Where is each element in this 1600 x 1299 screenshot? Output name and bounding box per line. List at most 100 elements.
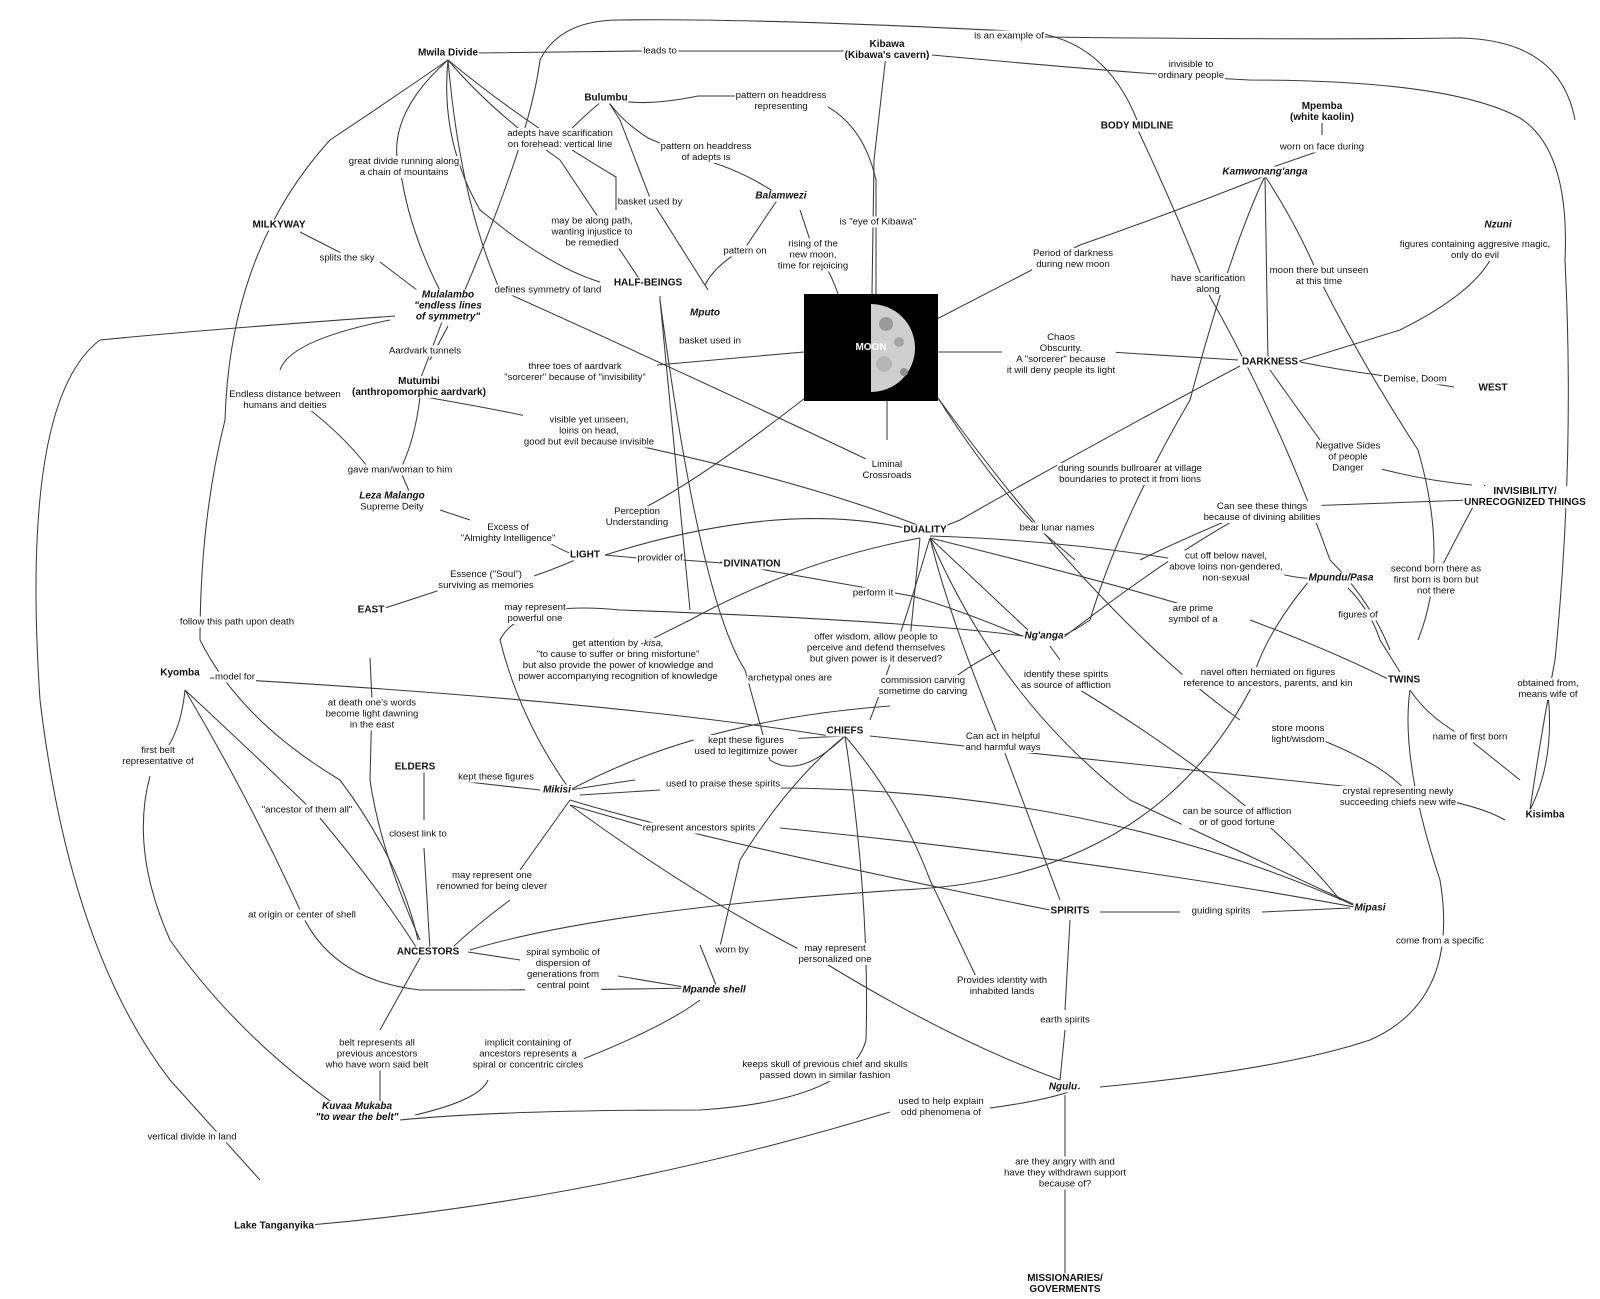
- link-guiding-spirits: guiding spirits: [1190, 905, 1252, 917]
- link-store-moons: store moons light/wisdom: [1270, 723, 1326, 745]
- link-get-attention-pre: get attention by -: [572, 638, 644, 649]
- concept-half-beings: HALF-BEINGS: [612, 277, 684, 289]
- link-represent-ancestors: represent ancestors spirits: [641, 822, 757, 834]
- link-chaos: Chaos Obscurity. A "sorcerer" because it…: [1005, 332, 1117, 376]
- concept-mipasi: Mipasi: [1353, 902, 1387, 914]
- link-moon-unseen: moon there but unseen at this time: [1268, 265, 1370, 287]
- link-adepts-scarification: adepts have scarification on forehead: v…: [506, 128, 614, 150]
- link-kept-figures: kept these figures: [457, 771, 535, 783]
- link-splits-sky: splits the sky: [318, 252, 376, 264]
- link-vertical-divide: vertical divide in land: [146, 1131, 238, 1143]
- link-gave-man: gave man/woman to him: [346, 464, 454, 476]
- link-archetypal: archetypal ones are: [746, 672, 834, 684]
- concept-chiefs: CHIEFS: [825, 725, 865, 737]
- link-angry-withdrawn: are they angry with and have they withdr…: [1002, 1156, 1128, 1190]
- link-first-belt: first belt representative of: [121, 745, 195, 767]
- link-leads-to: leads to: [642, 45, 678, 57]
- link-provides-identity: Provides identity with inhabited lands: [955, 975, 1049, 997]
- link-source-affliction-fortune: can be source of affliction or of good f…: [1181, 806, 1293, 828]
- link-second-born: second born there as first born is born …: [1389, 563, 1483, 597]
- link-may-represent-clever: may represent one renowned for being cle…: [435, 870, 549, 892]
- link-visible-unseen: visible yet unseen, loins on head, good …: [522, 414, 656, 448]
- link-implicit-containing: implicit containing of ancestors represe…: [471, 1037, 585, 1071]
- link-offer-wisdom: offer wisdom, allow people to perceive a…: [805, 631, 947, 665]
- concept-divination: DIVINATION: [722, 558, 782, 570]
- link-period-darkness: Period of darkness during new moon: [1032, 248, 1114, 270]
- link-essence: Essence ("Soul") surviving as memories: [437, 569, 535, 591]
- link-have-scarification: have scarification along: [1169, 273, 1247, 295]
- concept-duality: DUALITY: [902, 524, 948, 536]
- concept-east: EAST: [356, 604, 386, 616]
- link-pattern-headdress-adepts: pattern on headdress of adepts is: [659, 141, 753, 163]
- concept-mwila-divide: Mwila Divide: [416, 47, 480, 59]
- link-commission-carving: commission carving sometime do carving: [877, 675, 969, 697]
- link-three-toes: three toes of aardvark "sorcerer" becaus…: [503, 361, 647, 383]
- concept-leza-malango: Leza Malango: [358, 490, 426, 502]
- link-earth-spirits: earth spirits: [1039, 1014, 1091, 1026]
- link-perception: Perception Understanding: [604, 506, 670, 528]
- link-crystal: crystal representing newly succeeding ch…: [1338, 786, 1458, 808]
- link-pattern-on: pattern on: [722, 245, 768, 257]
- link-get-attention: get attention by -kisa,"to cause to suff…: [517, 638, 719, 682]
- link-may-represent-personalized: may represent personalized one: [797, 943, 873, 965]
- concept-mpemba: Mpemba (white kaolin): [1289, 101, 1355, 123]
- concept-invisibility: INVISIBILITY/ UNRECOGNIZED THINGS: [1463, 486, 1587, 508]
- concept-darkness: DARKNESS: [1240, 356, 1300, 368]
- link-invisible-to: invisible to ordinary people: [1156, 59, 1226, 81]
- link-figures-of: figures of: [1337, 609, 1379, 621]
- link-ancestor-of-all: "ancestor of them all": [260, 804, 354, 816]
- link-get-attention-kisa: kisa,: [643, 638, 664, 649]
- link-come-from: come from a specific: [1395, 935, 1485, 947]
- link-defines-symmetry: defines symmetry of land: [493, 284, 603, 296]
- concept-west: WEST: [1477, 382, 1509, 394]
- link-great-divide: great divide running along a chain of mo…: [347, 156, 461, 178]
- link-spiral-symbolic: spiral symbolic of dispersion of generat…: [525, 947, 601, 991]
- concept-kyomba: Kyomba: [159, 667, 201, 679]
- concept-kibawa: Kibawa (Kibawa's cavern): [843, 39, 931, 61]
- link-basket-used-in: basket used in: [678, 335, 742, 347]
- link-excess: Excess of "Almighty Intelligence": [459, 522, 557, 544]
- link-navel-herniated: navel often herniated on figures referen…: [1182, 667, 1354, 689]
- concept-ngulu: Ngulu: [1047, 1081, 1079, 1093]
- link-eye-of-kibawa: is "eye of Kibawa": [838, 216, 918, 228]
- link-prime-symbol: are prime symbol of a: [1167, 603, 1219, 625]
- link-bullroarer: during sounds bullroarer at village boun…: [1057, 463, 1203, 485]
- link-model-for: model for: [214, 671, 256, 683]
- concept-mpande-shell: Mpande shell: [681, 984, 747, 996]
- link-bear-lunar: bear lunar names: [1018, 522, 1096, 534]
- concept-mikisi: Mikisi: [542, 784, 572, 796]
- concept-lake-tanganyika: Lake Tanganyika: [233, 1220, 315, 1232]
- link-get-attention-rest: "to cause to suffer or bring misfortune"…: [518, 649, 718, 682]
- concept-balamwezi: Balamwezi: [754, 190, 808, 202]
- link-figures-aggressive: figures containing aggresive magic, only…: [1398, 239, 1552, 261]
- link-closest-link: closest link to: [388, 828, 448, 840]
- concept-kamwonanganga: Kamwonang'anga: [1221, 166, 1309, 178]
- link-aardvark-tunnels: Aardvark tunnels: [388, 345, 462, 357]
- link-negative-sides: Negative Sides of people Danger: [1314, 440, 1382, 474]
- link-may-represent-powerful: may represent powerful one: [503, 602, 567, 624]
- link-provider-of: provider of: [636, 552, 684, 564]
- concept-supreme-deity: Supreme Deity: [359, 501, 425, 513]
- link-liminal: Liminal Crossroads: [861, 459, 913, 481]
- link-pattern-headdress-representing: pattern on headdress representing: [734, 90, 828, 112]
- link-worn-on-face: worn on face during: [1278, 141, 1366, 153]
- concept-missionaries: MISSIONARIES/ GOVERMENTS: [1026, 1273, 1104, 1295]
- concept-mputo: Mputo: [689, 307, 721, 319]
- link-can-see: Can see these things because of divining…: [1202, 501, 1322, 523]
- concept-elders: ELDERS: [393, 761, 437, 773]
- concept-mulalambo: Mulalambo "endless lines of symmetry": [413, 289, 483, 323]
- concept-kuvaa-mukaba: Kuvaa Mukaba "to wear the belt": [314, 1101, 400, 1123]
- concept-ancestors: ANCESTORS: [395, 946, 461, 958]
- half-moon-icon: [804, 294, 938, 401]
- moon-image: MOON: [804, 294, 938, 401]
- concept-light: LIGHT: [569, 549, 601, 561]
- link-identify-spirits: identify these spirits as source of affl…: [1020, 669, 1112, 691]
- link-rising-new-moon: rising of the new moon, time for rejoici…: [776, 238, 850, 272]
- link-along-path: may be along path, wanting injustice to …: [550, 215, 634, 249]
- link-cut-off: cut off below navel, above loins non-gen…: [1168, 550, 1284, 584]
- concept-kisimba: Kisimba: [1524, 809, 1566, 821]
- concept-body-midline: BODY MIDLINE: [1099, 120, 1175, 132]
- link-can-act: Can act in helpful and harmful ways: [964, 731, 1042, 753]
- concept-nzuni: Nzuni: [1483, 219, 1513, 231]
